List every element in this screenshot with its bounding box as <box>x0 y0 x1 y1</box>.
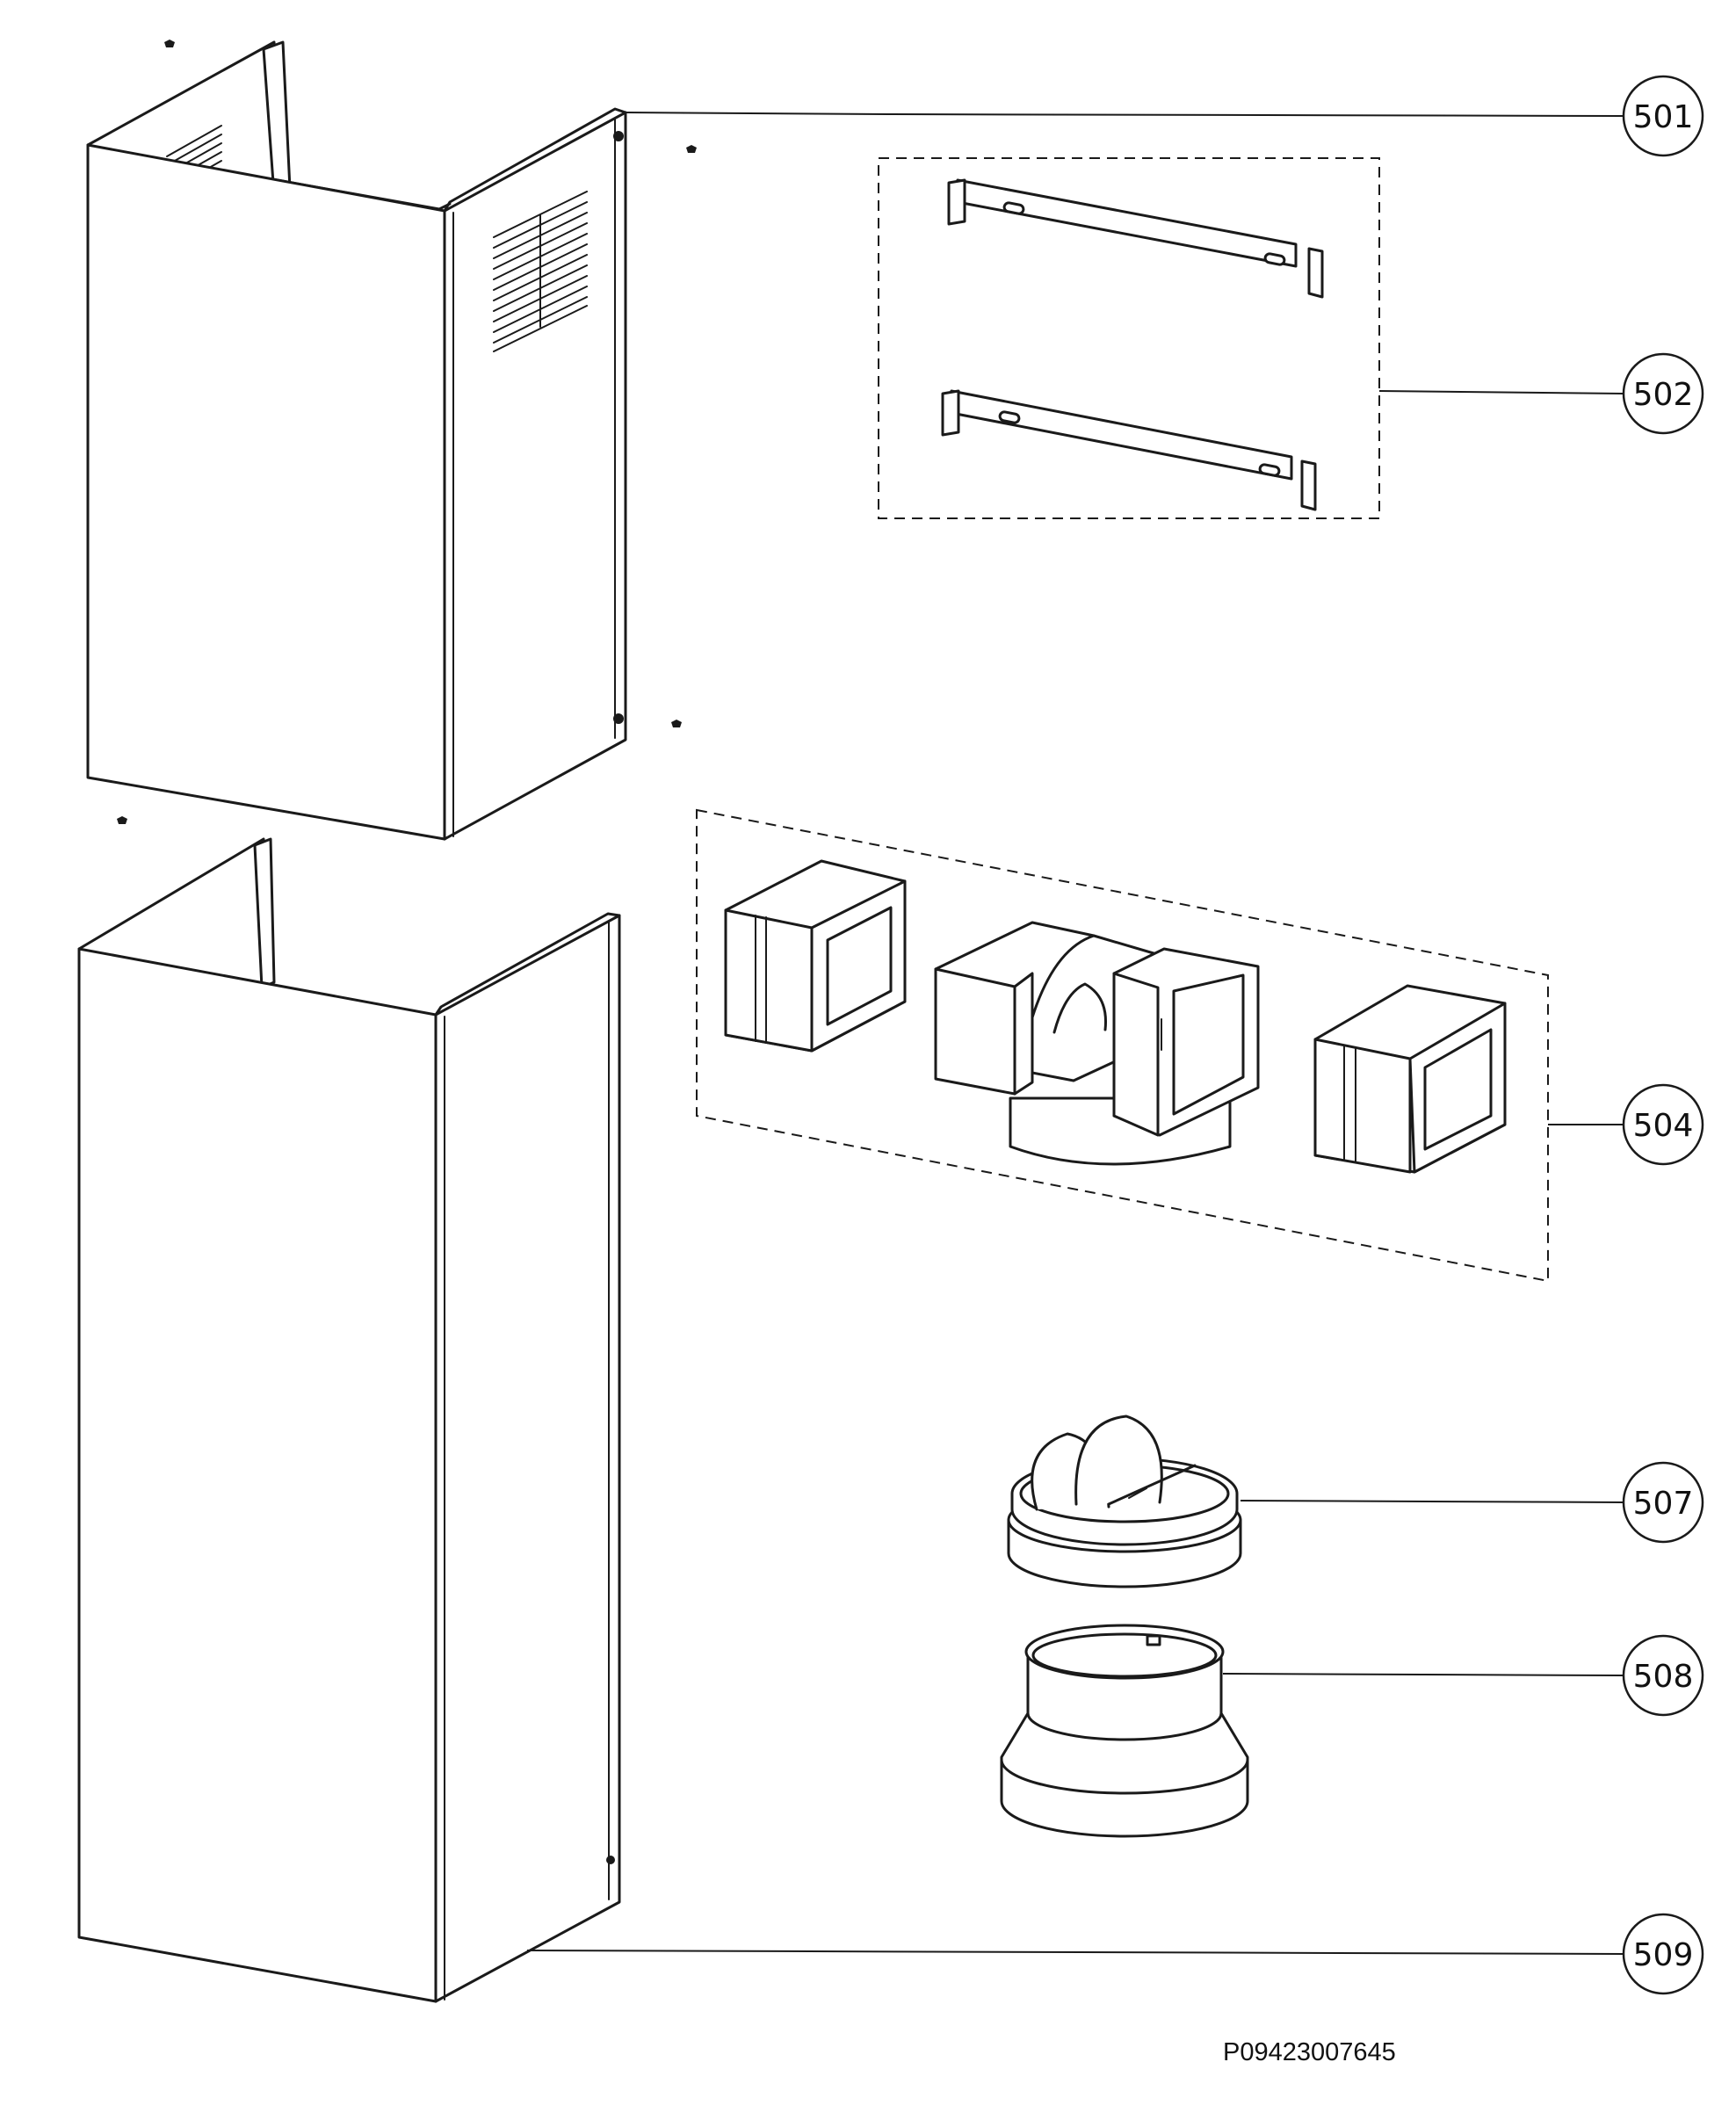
callout-label: 504 <box>1633 1108 1694 1144</box>
callout-509[interactable]: 509 <box>1622 1913 1704 1995</box>
part-502-brackets <box>878 157 1380 519</box>
callout-label: 501 <box>1633 99 1694 135</box>
part-508-reducer <box>1000 1624 1249 1838</box>
bracket-lower <box>941 389 1317 511</box>
callout-508[interactable]: 508 <box>1622 1634 1704 1717</box>
part-509-lower-chimney <box>77 837 621 2003</box>
callout-507[interactable]: 507 <box>1622 1461 1704 1544</box>
callout-label: 508 <box>1633 1659 1694 1695</box>
callout-label: 507 <box>1633 1486 1694 1522</box>
duct-adapter-right <box>1313 984 1507 1174</box>
callout-501[interactable]: 501 <box>1622 75 1704 157</box>
callout-label: 502 <box>1633 377 1694 413</box>
duct-adapter-center <box>934 921 1260 1166</box>
part-501-upper-chimney <box>86 40 627 841</box>
side-vent-grille <box>493 191 588 352</box>
leader-lines <box>526 112 1624 1955</box>
part-507-non-return-valve <box>1007 1415 1242 1588</box>
drawing-code: P09423007645 <box>1223 2038 1396 2066</box>
screws <box>117 40 697 824</box>
duct-adapter-left <box>724 859 907 1053</box>
bracket-upper <box>947 178 1324 299</box>
callout-502[interactable]: 502 <box>1622 352 1704 435</box>
callout-504[interactable]: 504 <box>1622 1083 1704 1166</box>
callout-label: 509 <box>1633 1937 1694 1973</box>
part-504-duct-adapters <box>696 808 1549 1283</box>
